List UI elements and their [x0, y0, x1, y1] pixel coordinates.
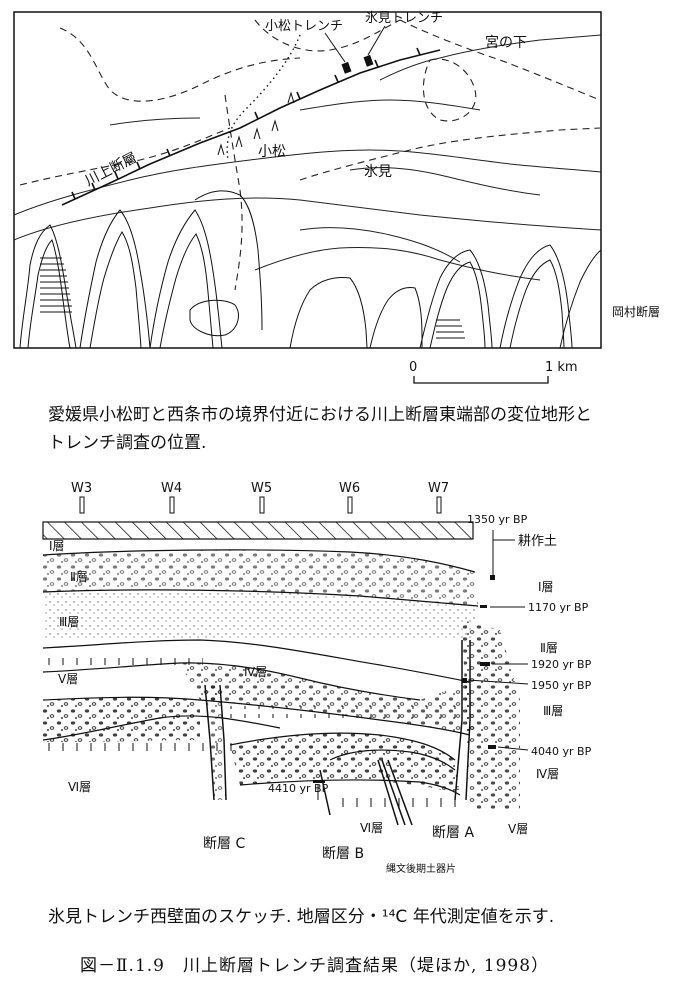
label-fault-c: 断層 C	[203, 836, 245, 852]
age-1350: 1350 yr BP	[467, 513, 528, 526]
label-jomon-pottery: 縄文後期土器片	[386, 862, 456, 875]
well-w5: W5	[251, 481, 272, 496]
layer-iii-left: Ⅲ層	[59, 615, 79, 629]
label-okamura-fault: 岡村断層	[612, 304, 660, 319]
layer-v-right: Ⅴ層	[508, 822, 528, 836]
fault-b-line	[319, 769, 331, 816]
age-1950: 1950 yr BP	[531, 679, 592, 692]
map-caption-line1: 愛媛県小松町と西条市の境界付近における川上断層東端部の変位地形と	[48, 405, 592, 425]
well-w4: W4	[161, 481, 182, 496]
label-himi: 氷見	[364, 164, 392, 180]
layer-iii-right: Ⅲ層	[543, 704, 563, 718]
layer-vi-left: Ⅵ層	[68, 780, 91, 794]
dotted-stream	[226, 34, 301, 161]
label-cultivated-soil: 耕作土	[518, 533, 557, 549]
layer-iv-right: Ⅳ層	[536, 767, 559, 781]
trench-cross-section: W3 W4 W5 W6 W7	[42, 481, 592, 875]
leader-lines	[324, 25, 386, 63]
age-1170: 1170 yr BP	[528, 601, 589, 614]
layer-i-left: Ⅰ層	[49, 539, 65, 553]
label-fault-b: 断層 B	[322, 846, 364, 862]
scale-bar: 0 1 km	[409, 360, 578, 384]
label-miyanoshita: 宮の下	[485, 35, 527, 51]
layer-v-left: Ⅴ層	[58, 672, 78, 686]
map-caption-line2: トレンチ調査の位置.	[48, 433, 207, 453]
flow-arrows	[217, 91, 295, 156]
well-w6: W6	[339, 481, 360, 496]
svg-text:0: 0	[409, 360, 417, 375]
well-w7: W7	[428, 481, 449, 496]
figure-title: 図－Ⅱ.1.9 川上断層トレンチ調査結果（堤ほか, 1998）	[80, 956, 550, 976]
age-sample-markers	[313, 575, 496, 783]
label-himi-trench: 氷見トレンチ	[365, 11, 443, 26]
topographic-map: 小松トレンチ 氷見トレンチ 宮の下 川上断層 小松 氷見 岡村断層 0 1 km	[13, 11, 660, 384]
fault-trace	[61, 47, 441, 206]
layer-i-right: Ⅰ層	[538, 580, 554, 594]
label-komatsu: 小松	[258, 144, 286, 160]
map-frame	[13, 11, 602, 349]
solid-contours	[13, 34, 602, 281]
svg-text:1 km: 1 km	[545, 360, 578, 375]
dashed-contours	[19, 19, 601, 291]
cultivated-soil-band	[42, 521, 474, 540]
fault-a-line	[454, 640, 463, 801]
layer-vi-center: Ⅵ層	[360, 821, 383, 835]
layer-ii-right: Ⅱ層	[540, 641, 558, 655]
label-fault-a: 断層 A	[432, 825, 474, 841]
well-markers	[79, 496, 442, 514]
age-4410: 4410 yr BP	[268, 782, 329, 795]
age-4040: 4040 yr BP	[531, 745, 592, 758]
well-w3: W3	[71, 481, 92, 496]
layer-iv-center: Ⅳ層	[244, 665, 267, 679]
layer-ii-left: Ⅱ層	[70, 570, 88, 584]
terrace-hatching	[40, 257, 465, 339]
age-1920: 1920 yr BP	[531, 658, 592, 671]
komatsu-trench-mark	[341, 61, 352, 74]
himi-trench-mark	[363, 54, 374, 67]
age-leaders	[317, 530, 529, 800]
label-komatsu-trench: 小松トレンチ	[265, 19, 343, 34]
section-caption: 氷見トレンチ西壁面のスケッチ. 地層区分・¹⁴C 年代測定値を示す.	[48, 907, 555, 927]
